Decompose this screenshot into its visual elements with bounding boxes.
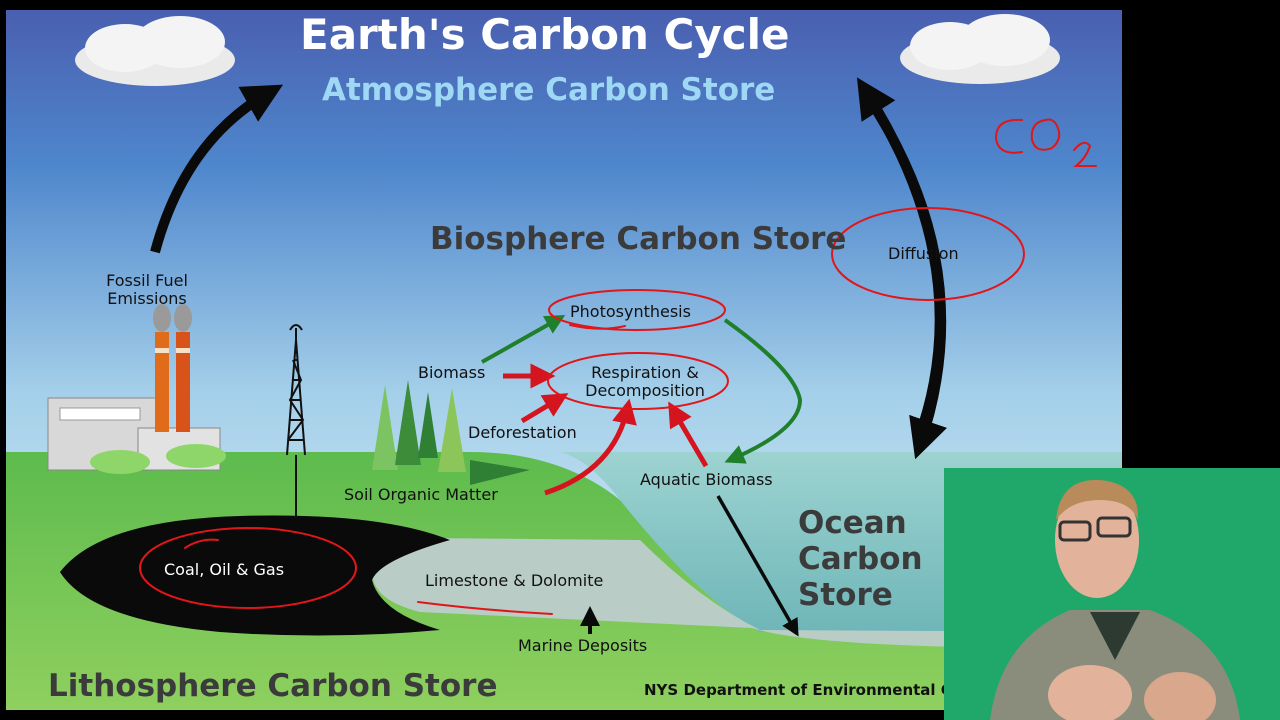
marine-deposits-label: Marine Deposits: [518, 636, 648, 655]
photosynthesis-to-aquatic-arrow: [723, 318, 803, 464]
diffusion-arrow-up: [856, 77, 945, 442]
coal-tick: [184, 538, 219, 549]
co2-2-stroke: [1073, 141, 1097, 167]
soil-organic-matter-label: Soil Organic Matter: [344, 485, 498, 504]
limestone-layer: [372, 538, 1122, 649]
factory-icon: [47, 304, 226, 474]
co2-o-stroke: [1030, 118, 1061, 151]
cloud-icon: [75, 16, 235, 86]
respiration-circle: [547, 352, 729, 410]
deforestation-arrow: [520, 393, 569, 424]
limestone-dolomite-label: Limestone & Dolomite: [425, 571, 604, 590]
photosynthesis-circle: [548, 289, 726, 331]
diffusion-circle: [831, 207, 1025, 301]
limestone-underline: [417, 601, 553, 615]
biomass-to-photosynthesis-arrow: [481, 315, 566, 364]
biosphere-store-label: Biosphere Carbon Store: [430, 221, 847, 257]
biomass-label: Biomass: [418, 363, 486, 382]
photosynthesis-underline: [569, 324, 626, 330]
oil-derrick-icon: [286, 324, 306, 518]
lithosphere-store-label: Lithosphere Carbon Store: [48, 668, 498, 704]
fossil-emissions-arrow: [150, 84, 284, 254]
photosynthesis-label: Photosynthesis: [570, 302, 691, 321]
co2-c-stroke: [994, 118, 1023, 154]
forest-icon: [372, 380, 530, 485]
atmosphere-store-label: Atmosphere Carbon Store: [322, 72, 776, 108]
deforestation-label: Deforestation: [468, 423, 577, 442]
handwritten-annotations: [139, 118, 1097, 615]
cloud-icon: [900, 14, 1060, 84]
coal-oil-gas-label: Coal, Oil & Gas: [164, 560, 285, 579]
coal-circle: [139, 527, 357, 609]
sedimentation-arrow: [716, 495, 799, 637]
soil-to-respiration-arrow: [544, 398, 637, 496]
diffusion-label: Diffusion: [888, 244, 959, 263]
diagram-title: Earth's Carbon Cycle: [300, 10, 790, 59]
respiration-label: Respiration & Decomposition: [585, 363, 705, 400]
ocean-store-label: Ocean Carbon Store: [798, 505, 923, 613]
presenter-video: [944, 468, 1280, 720]
fossil-fuel-emissions-label: Fossil Fuel Emissions: [106, 271, 188, 308]
aquatic-biomass-label: Aquatic Biomass: [640, 470, 773, 489]
source-credit: NYS Department of Environmental Conserva…: [644, 681, 944, 699]
aquatic-to-respiration-arrow: [668, 401, 709, 468]
